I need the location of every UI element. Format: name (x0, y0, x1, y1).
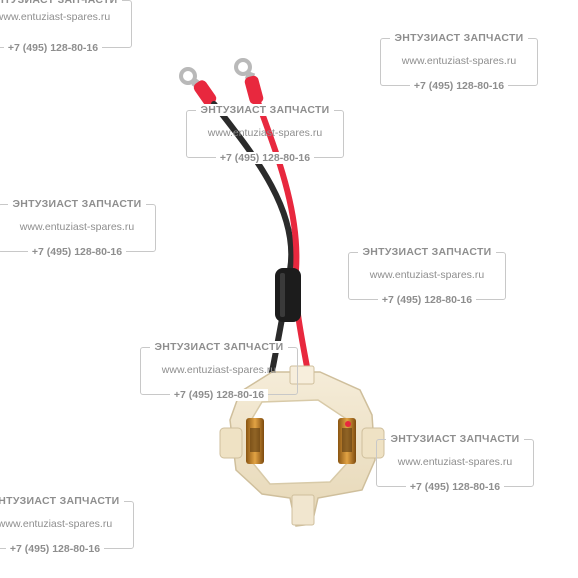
watermark-brand: ЭНТУЗИАСТ ЗАПЧАСТИ (0, 495, 124, 507)
watermark-site: www.entuziast-spares.ru (369, 269, 485, 281)
watermark-phone: +7 (495) 128-80-16 (405, 481, 505, 493)
watermark-phone: +7 (495) 128-80-16 (27, 246, 127, 258)
watermark: ЭНТУЗИАСТ ЗАПЧАСТИ www.entuziast-spares.… (0, 495, 134, 555)
watermark-phone: +7 (495) 128-80-16 (169, 389, 269, 401)
watermark-brand: ЭНТУЗИАСТ ЗАПЧАСТИ (358, 246, 496, 258)
watermark: ЭНТУЗИАСТ ЗАПЧАСТИ www.entuziast-spares.… (376, 433, 534, 493)
watermark-site: www.entuziast-spares.ru (401, 55, 517, 67)
watermark-brand: ЭНТУЗИАСТ ЗАПЧАСТИ (8, 198, 146, 210)
watermark: ЭНТУЗИАСТ ЗАПЧАСТИ www.entuziast-spares.… (348, 246, 506, 306)
watermark-site: www.entuziast-spares.ru (19, 221, 135, 233)
watermark-brand: ЭНТУЗИАСТ ЗАПЧАСТИ (390, 32, 528, 44)
brush-right (338, 418, 385, 464)
watermark: ЭНТУЗИАСТ ЗАПЧАСТИ www.entuziast-spares.… (140, 341, 298, 401)
watermark-phone: +7 (495) 128-80-16 (377, 294, 477, 306)
watermark: ЭНТУЗИАСТ ЗАПЧАСТИ www.entuziast-spares.… (186, 104, 344, 164)
watermark: ЭНТУЗИАСТ ЗАПЧАСТИ www.entuziast-spares.… (380, 32, 538, 92)
brush-holder-body (229, 365, 376, 527)
watermark-site: www.entuziast-spares.ru (207, 127, 323, 139)
watermark-brand: ЭНТУЗИАСТ ЗАПЧАСТИ (0, 0, 122, 6)
watermark-brand: ЭНТУЗИАСТ ЗАПЧАСТИ (150, 341, 288, 353)
watermark: ЭНТУЗИАСТ ЗАПЧАСТИ www.entuziast-spares.… (0, 0, 132, 54)
ferrite-bead (275, 268, 301, 322)
red-sleeve-left (193, 80, 217, 106)
red-sleeve-right (244, 75, 264, 105)
watermark-phone: +7 (495) 128-80-16 (3, 42, 103, 54)
watermark-phone: +7 (495) 128-80-16 (409, 80, 509, 92)
watermark: ЭНТУЗИАСТ ЗАПЧАСТИ www.entuziast-spares.… (0, 198, 156, 258)
brush-left (219, 418, 264, 464)
watermark-phone: +7 (495) 128-80-16 (215, 152, 315, 164)
watermark-site: www.entuziast-spares.ru (161, 364, 277, 376)
black-wire (211, 101, 295, 375)
watermark-phone: +7 (495) 128-80-16 (5, 543, 105, 555)
watermark-site: www.entuziast-spares.ru (0, 518, 113, 530)
watermark-brand: ЭНТУЗИАСТ ЗАПЧАСТИ (196, 104, 334, 116)
watermark-brand: ЭНТУЗИАСТ ЗАПЧАСТИ (386, 433, 524, 445)
red-wire (255, 99, 311, 375)
watermark-site: www.entuziast-spares.ru (397, 456, 513, 468)
watermark-site: www.entuziast-spares.ru (0, 11, 111, 23)
